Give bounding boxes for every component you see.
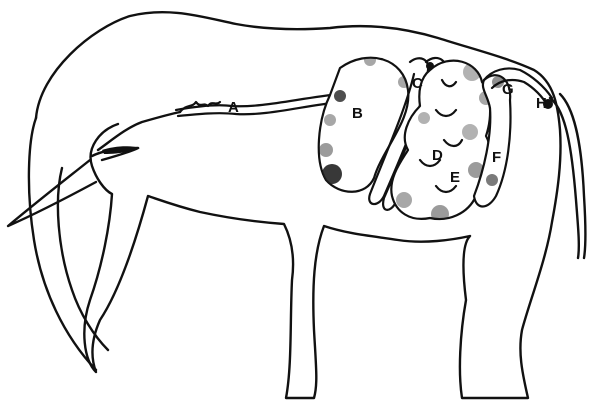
- mouth-dark-area: [102, 146, 140, 154]
- trunk-inner-outline: [58, 168, 108, 350]
- label-g: G: [502, 81, 514, 98]
- head-contour: [98, 112, 180, 150]
- label-c: C: [412, 75, 423, 92]
- tusk-outline: [8, 160, 96, 226]
- label-d: D: [432, 147, 443, 164]
- label-b: B: [352, 105, 363, 122]
- trunk-outline: [29, 118, 96, 370]
- label-e: E: [450, 169, 460, 186]
- esophagus-tube: [176, 94, 340, 110]
- label-h: H: [536, 95, 547, 112]
- label-f: F: [492, 149, 501, 166]
- label-a: A: [228, 99, 239, 116]
